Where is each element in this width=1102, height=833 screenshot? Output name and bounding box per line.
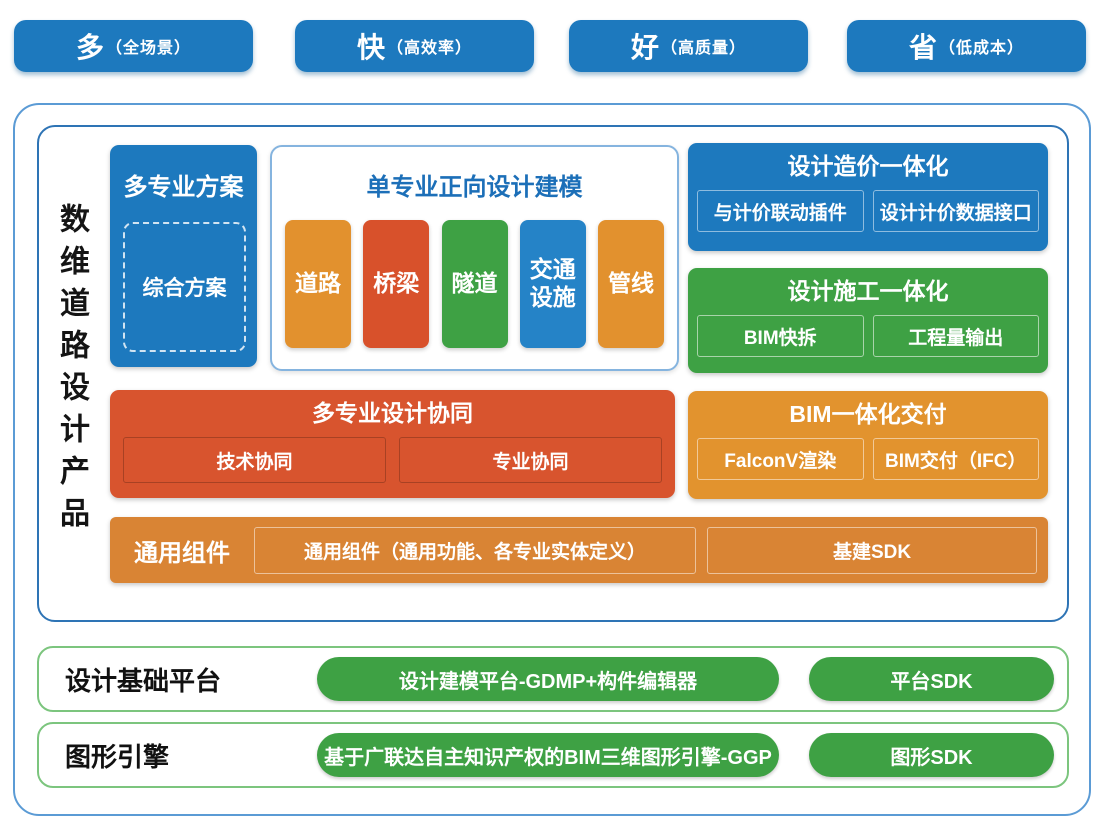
sub-row: 与计价联动插件 设计计价数据接口	[688, 190, 1048, 233]
pillar-pipeline: 管线	[598, 220, 664, 348]
pillar-label: 道路	[295, 270, 341, 297]
sub-item-bim-quick-demolition: BIM快拆	[697, 315, 864, 358]
badge-main-text: 省	[908, 32, 937, 63]
panel-title: 多专业设计协同	[312, 400, 473, 426]
row-design-platform: 设计基础平台 设计建模平台-GDMP+构件编辑器 平台SDK	[37, 646, 1069, 712]
badge-sub-text: （高质量）	[661, 40, 747, 57]
sub-item-bim-delivery-ifc: BIM交付（IFC）	[872, 438, 1039, 481]
pill-platform-sdk: 平台SDK	[809, 657, 1054, 701]
pillar-label: 隧道	[451, 270, 498, 297]
badge-sub-text: （全场景）	[106, 40, 192, 57]
pillar-traffic-facility: 交通设施	[519, 220, 586, 348]
panel-title: BIM一体化交付	[789, 401, 947, 427]
pill-gdmp-platform: 设计建模平台-GDMP+构件编辑器	[317, 657, 779, 701]
badge-sub-text: （低成本）	[939, 40, 1025, 57]
panel-title: 设计施工一体化	[787, 278, 949, 304]
pillar-tunnel: 隧道	[441, 220, 508, 348]
sub-item-quantity-output: 工程量输出	[872, 315, 1039, 358]
sub-row: BIM快拆 工程量输出	[688, 315, 1048, 358]
panel-design-collaboration: 多专业设计协同 技术协同 专业协同	[110, 390, 675, 498]
row-label: 图形引擎	[65, 741, 170, 772]
side-label-vertical: 数维道路设计产品	[55, 203, 88, 539]
pillar-row: 道路 桥梁 隧道 交通设施 管线	[285, 220, 664, 348]
row-label: 设计基础平台	[65, 665, 222, 696]
sub-item-pricing-data-interface: 设计计价数据接口	[872, 190, 1039, 233]
badge-main-text: 好	[630, 32, 659, 63]
pillar-label: 桥梁	[373, 270, 420, 297]
badge-hao: 好 （高质量）	[569, 20, 808, 72]
pillar-label: 管线	[608, 270, 654, 297]
panel-bim-delivery: BIM一体化交付 FalconV渲染 BIM交付（IFC）	[688, 391, 1048, 499]
sub-item-technical-collaboration: 技术协同	[123, 437, 386, 484]
panel-multi-scheme: 多专业方案 综合方案	[110, 145, 257, 367]
sub-row: 技术协同 专业协同	[110, 437, 675, 484]
sub-item-pricing-plugin: 与计价联动插件	[697, 190, 864, 233]
badge-duo: 多 （全场景）	[14, 20, 253, 72]
sub-item-common-functions: 通用组件（通用功能、各专业实体定义）	[254, 526, 696, 574]
dashed-item-comprehensive-scheme: 综合方案	[123, 222, 246, 352]
badge-main-text: 多	[75, 32, 104, 63]
pillar-label: 交通设施	[529, 256, 576, 310]
panel-title: 设计造价一体化	[787, 153, 949, 179]
common-components-label: 通用组件	[134, 539, 230, 567]
badge-sub-text: （高效率）	[387, 40, 473, 57]
badge-main-text: 快	[356, 32, 385, 63]
sub-item-infrastructure-sdk: 基建SDK	[707, 526, 1037, 574]
sub-row: FalconV渲染 BIM交付（IFC）	[688, 438, 1048, 481]
pill-ggp-engine: 基于广联达自主知识产权的BIM三维图形引擎-GGP	[317, 733, 779, 777]
badge-kuai: 快 （高效率）	[295, 20, 534, 72]
pillar-road: 道路	[285, 220, 351, 348]
panel-title: 单专业正向设计建模	[366, 174, 583, 201]
badge-sheng: 省 （低成本）	[847, 20, 1086, 72]
panel-single-modeling: 单专业正向设计建模 道路 桥梁 隧道 交通设施 管线	[270, 145, 679, 371]
sub-item-discipline-collaboration: 专业协同	[399, 437, 662, 484]
panel-common-components: 通用组件 通用组件（通用功能、各专业实体定义） 基建SDK	[110, 517, 1048, 583]
pill-graphics-sdk: 图形SDK	[809, 733, 1054, 777]
panel-title: 多专业方案	[123, 174, 244, 201]
panel-cost-integration: 设计造价一体化 与计价联动插件 设计计价数据接口	[688, 143, 1048, 251]
pillar-bridge: 桥梁	[363, 220, 430, 348]
row-graphics-engine: 图形引擎 基于广联达自主知识产权的BIM三维图形引擎-GGP 图形SDK	[37, 722, 1069, 788]
panel-construction-integration: 设计施工一体化 BIM快拆 工程量输出	[688, 268, 1048, 373]
sub-item-falconv-render: FalconV渲染	[697, 438, 864, 481]
